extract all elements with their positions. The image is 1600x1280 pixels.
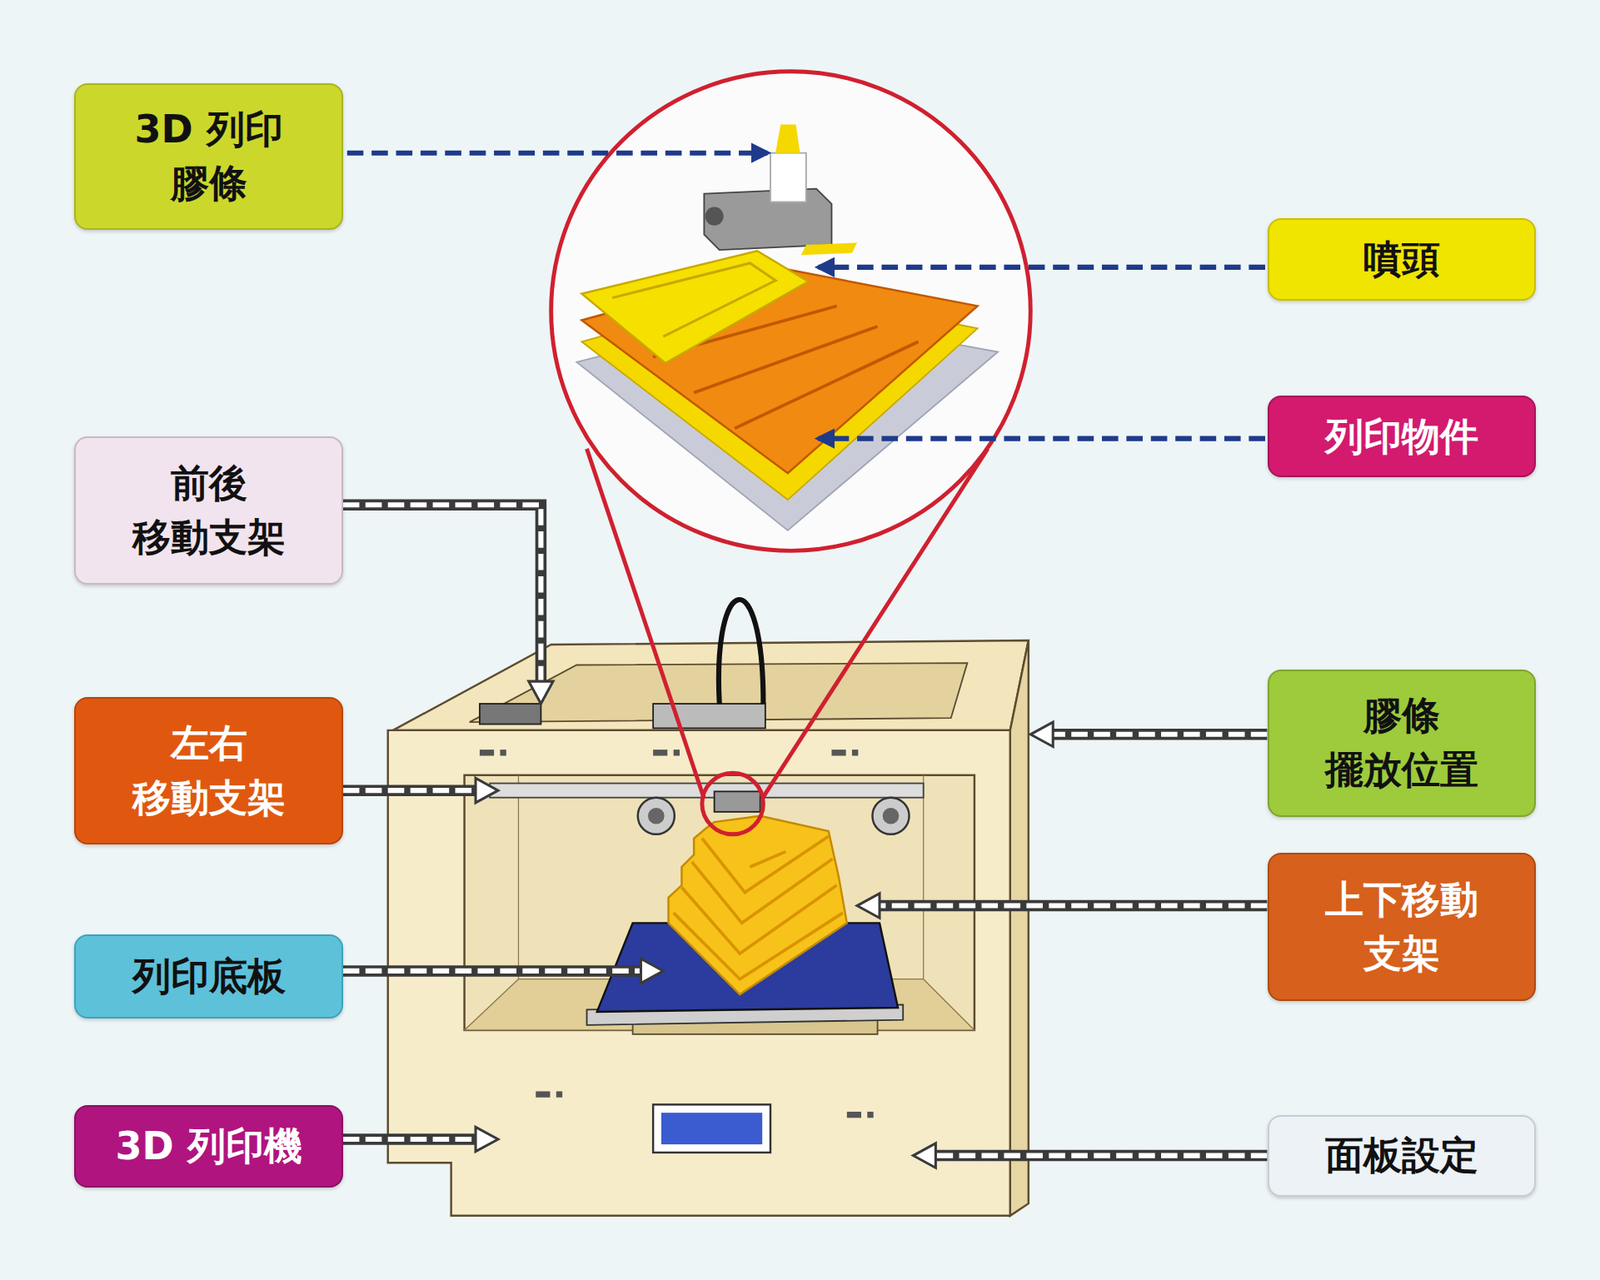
printer-frame [922,775,924,980]
leader-lines [818,436,1266,442]
leader-rails [343,504,542,682]
leader-rails [343,1136,479,1142]
top-gantry [479,703,541,724]
label-box-orange: 左右 移動支架 [74,697,343,846]
label-text: 左右 移動支架 [128,716,290,826]
label-box-cyan: 列印底板 [74,934,343,1018]
label-text: 上下移動 支架 [1320,872,1482,982]
printer-frame [479,749,494,756]
top-gantry [479,599,766,728]
rail [638,797,675,835]
leader-rails [343,1133,479,1145]
printer-frame [499,749,506,756]
closeup-nozzle [770,153,807,203]
closeup-nozzle [801,242,858,255]
closeup-nozzle [703,189,832,250]
printer-frame [867,1111,873,1118]
leader-lines [347,150,768,156]
leader-rails [475,681,1053,1168]
closeup-layers [612,263,776,337]
leader-rails [1051,728,1268,740]
rail [872,797,909,835]
label-box-white: 面板設定 [1267,1115,1536,1197]
printed-pyramid [681,885,837,954]
rail [714,791,761,812]
printed-pyramid [749,852,786,868]
leader-rails [475,777,499,803]
label-box-pink: 前後 移動支架 [74,436,343,585]
closeup-nozzle [705,207,724,226]
leader-rails [877,902,1268,908]
printed-pyramid [668,816,848,995]
leader-lines [818,264,1266,270]
leader-rails [343,965,643,977]
printed-pyramid [692,858,833,923]
leader-rails [343,504,1268,1156]
printer-frame [652,749,668,756]
printer-frame [388,640,1029,1217]
label-box-green: 膠條 擺放位置 [1267,669,1536,818]
leader-rails [343,504,1268,1156]
control-screen [652,1104,771,1153]
label-text: 膠條 擺放位置 [1320,688,1482,798]
printer-frame [393,640,1029,731]
label-text: 列印物件 [1325,409,1479,464]
leader-rails [933,1150,1267,1162]
label-text: 噴頭 [1363,232,1441,287]
printer-frame [673,749,680,756]
printer-frame [535,1091,550,1097]
closeup-layers [693,326,878,394]
leader-rails [857,893,880,918]
leader-rails [1051,732,1268,738]
leader-rails [877,900,1268,912]
leader-rails [640,958,663,983]
leader-rails [343,504,1268,1168]
top-gantry [718,599,763,704]
closeup-layers [734,341,918,429]
label-box-orange: 上下移動 支架 [1267,852,1536,1002]
label-text: 3D 列印 膠條 [128,102,290,212]
leader-rails [933,1153,1267,1159]
magnifier [702,772,763,834]
label-box-magenta: 列印物件 [1267,395,1536,478]
magnifier [551,71,1032,552]
printed-pyramid [673,912,843,980]
printed-pyramid [668,816,848,995]
closeup-nozzle [775,124,800,153]
printer-frame [556,1091,563,1097]
printed-pyramid [702,836,829,893]
rail [882,807,900,825]
leader-rails [343,784,479,796]
label-box-green: 3D 列印 膠條 [74,83,343,230]
leader-rails [475,1126,499,1152]
label-text: 3D 列印機 [114,1119,302,1174]
leader-rails [343,968,643,974]
top-gantry [652,703,766,728]
printer-frame [847,1111,862,1118]
closeup-layers [581,250,808,364]
closeup-layers [576,250,998,531]
label-box-purple: 3D 列印機 [74,1105,343,1188]
rail [647,807,665,825]
closeup-nozzle [703,124,858,255]
leader-rails [912,1143,936,1168]
leader-rails [343,504,542,682]
leader-rails [1030,722,1053,747]
printer-frame [1010,640,1029,1217]
label-text: 前後 移動支架 [128,456,290,566]
control-screen [661,1112,763,1145]
label-box-yellow: 噴頭 [1267,218,1536,301]
label-text: 列印底板 [132,949,286,1004]
leader-rails [343,787,479,793]
printer-frame [831,749,846,756]
magnifier [551,71,1032,835]
label-text: 面板設定 [1325,1128,1479,1183]
printer-frame [852,749,858,756]
printer-frame [518,775,519,980]
leader-lines [347,153,1266,439]
leader-rails [528,681,554,704]
control-screen [652,1104,771,1153]
